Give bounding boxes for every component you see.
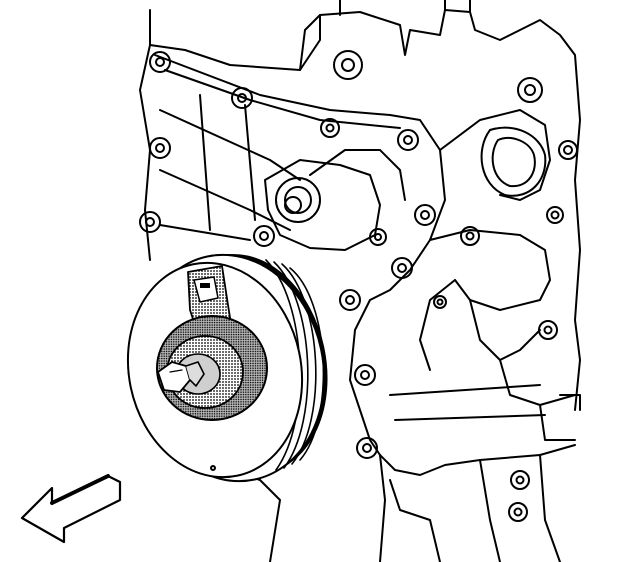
bolt xyxy=(391,257,413,279)
bolt xyxy=(433,295,447,309)
cover-bolts xyxy=(139,50,558,522)
bolt xyxy=(231,87,253,109)
bolt xyxy=(139,211,161,233)
bolt xyxy=(510,470,530,490)
bolt xyxy=(356,437,378,459)
bolt xyxy=(354,364,376,386)
bolt xyxy=(149,51,171,73)
bolt xyxy=(397,129,419,151)
bolt xyxy=(460,226,480,246)
water-pump xyxy=(264,149,406,251)
arrow-left-icon xyxy=(20,474,122,544)
bolt xyxy=(508,502,528,522)
bolt xyxy=(253,225,275,247)
thermostat-housing xyxy=(480,77,578,224)
holding-tool xyxy=(156,265,268,421)
engine-block xyxy=(139,0,581,562)
bolt xyxy=(333,50,363,80)
bolt xyxy=(149,137,171,159)
bolt xyxy=(414,204,436,226)
bolt xyxy=(369,228,387,246)
bolt xyxy=(339,289,361,311)
bolt xyxy=(538,320,558,340)
bolt xyxy=(320,118,340,138)
